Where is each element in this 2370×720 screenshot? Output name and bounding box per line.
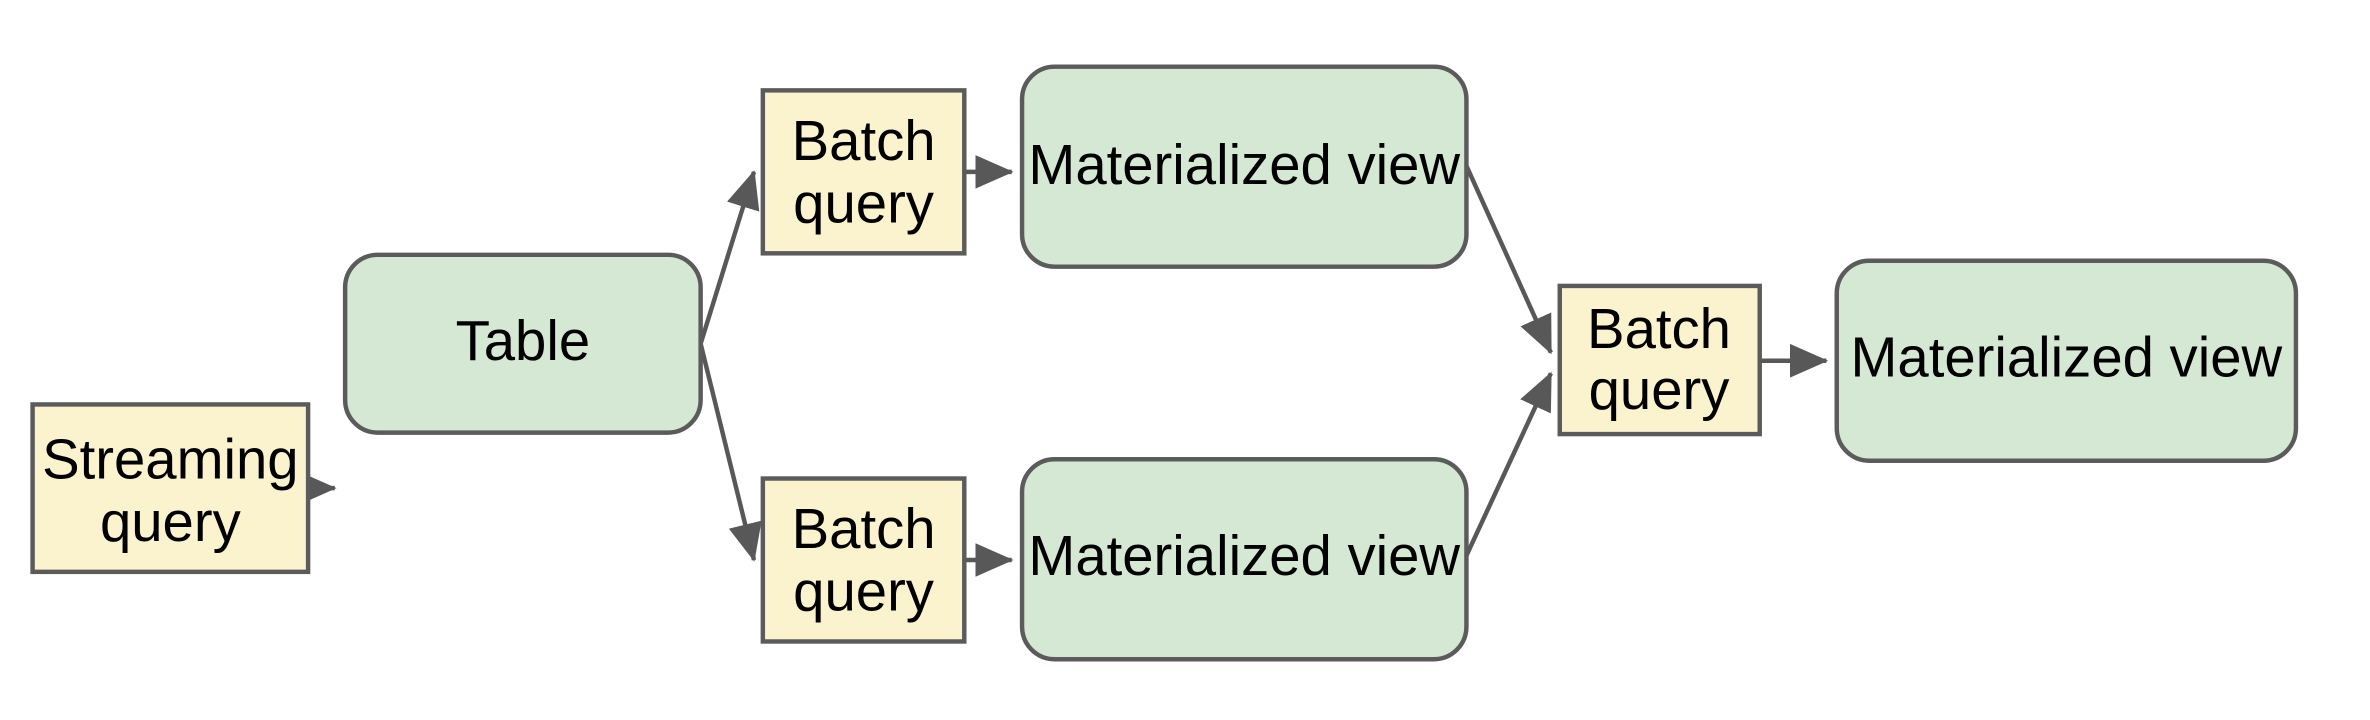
nodes-layer: Streaming query Table Batch query Materi… xyxy=(30,64,2299,662)
streaming-query-shape[interactable] xyxy=(30,402,311,575)
batch-query-merge-shape[interactable] xyxy=(1557,283,1762,437)
batch-query-bottom-label-line1: Batch xyxy=(792,497,936,560)
batch-query-top-label-line1: Batch xyxy=(792,109,936,172)
materialized-view-bottom-label: Materialized view xyxy=(1028,524,1460,587)
materialized-view-top-shape[interactable] xyxy=(1019,64,1469,269)
batch-query-bottom-shape[interactable] xyxy=(760,476,967,644)
edge-materialized-view-top-to-batch-query-merge xyxy=(1464,165,1553,355)
batch-query-merge-label-line2: query xyxy=(1589,358,1731,421)
edge-table-to-batch-query-bottom xyxy=(698,343,762,562)
batch-query-merge-label-line1: Batch xyxy=(1587,297,1731,360)
edge-table-to-batch-query-top xyxy=(698,170,760,345)
edge-materialized-view-bottom-to-batch-query-merge xyxy=(1464,371,1553,557)
table-label: Table xyxy=(456,309,591,372)
materialized-view-final-shape[interactable] xyxy=(1834,258,2299,463)
node-table[interactable]: Table xyxy=(342,252,703,435)
edges-layer xyxy=(298,154,1829,577)
node-batch-query-top[interactable]: Batch query xyxy=(760,88,967,256)
node-materialized-view-bottom[interactable]: Materialized view xyxy=(1019,457,1469,662)
node-batch-query-bottom[interactable]: Batch query xyxy=(760,476,967,644)
node-batch-query-merge[interactable]: Batch query xyxy=(1557,283,1762,437)
table-shape[interactable] xyxy=(342,252,703,435)
node-streaming-query[interactable]: Streaming query xyxy=(30,402,311,575)
materialized-view-final-label: Materialized view xyxy=(1851,325,2283,388)
materialized-view-bottom-shape[interactable] xyxy=(1019,457,1469,662)
materialized-view-top-label: Materialized view xyxy=(1028,133,1460,196)
batch-query-top-label-line2: query xyxy=(793,171,935,234)
streaming-query-label-line2: query xyxy=(100,490,242,553)
node-materialized-view-final[interactable]: Materialized view xyxy=(1834,258,2299,463)
node-materialized-view-top[interactable]: Materialized view xyxy=(1019,64,1469,269)
streaming-query-label-line1: Streaming xyxy=(42,428,298,491)
batch-query-top-shape[interactable] xyxy=(760,88,967,256)
batch-query-bottom-label-line2: query xyxy=(793,559,935,622)
